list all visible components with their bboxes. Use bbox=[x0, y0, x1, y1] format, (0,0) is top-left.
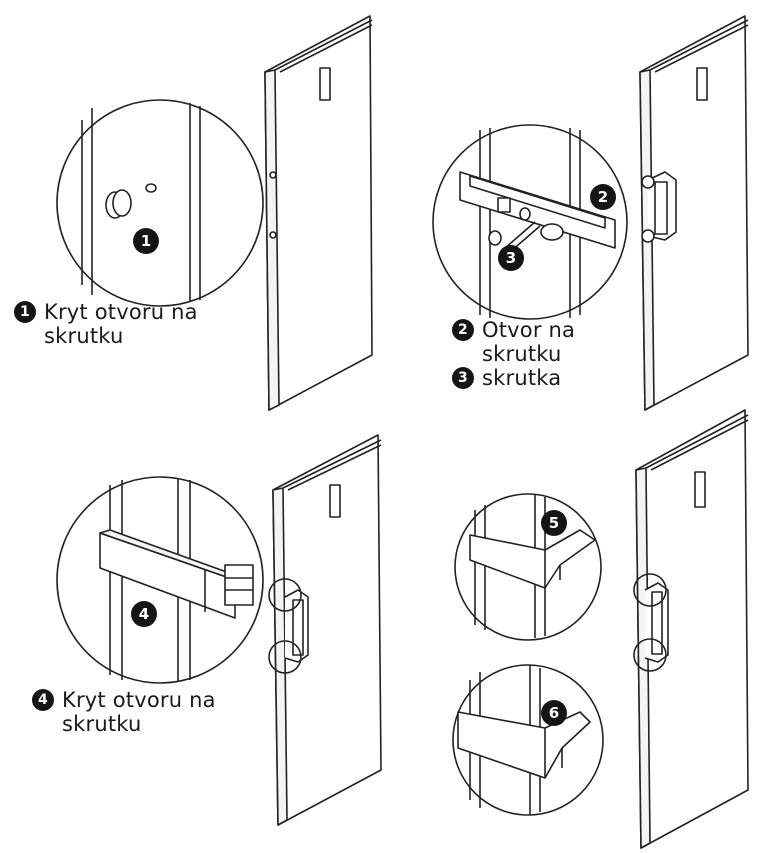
door-top-right bbox=[639, 15, 749, 411]
detail-circle-5 bbox=[454, 493, 602, 641]
marker-4-badge: 4 bbox=[131, 601, 157, 627]
detail-circle-2 bbox=[432, 124, 628, 320]
marker-3-badge: 3 bbox=[498, 245, 524, 271]
step-2-line-2: skrutku bbox=[482, 342, 562, 366]
label-step-2: 2 Otvor na skrutku bbox=[452, 318, 575, 366]
marker-6-badge: 6 bbox=[541, 700, 567, 726]
step-4-line-2: skrutku bbox=[62, 712, 142, 736]
label-step-1: 1 Kryt otvoru na skrutku bbox=[14, 300, 198, 348]
step-1-line-2: skrutku bbox=[44, 324, 124, 348]
detail-circle-6 bbox=[452, 664, 604, 816]
step-2-line-1: Otvor na bbox=[482, 318, 576, 342]
label-step-3: 3 skrutka bbox=[452, 366, 561, 390]
door-top-left bbox=[264, 15, 373, 411]
step-3-line-1: skrutka bbox=[482, 366, 562, 390]
door-bottom-left bbox=[268, 434, 382, 826]
door-bottom-right bbox=[633, 409, 749, 849]
marker-1-badge: 1 bbox=[133, 228, 159, 254]
step-1-line-1: Kryt otvoru na bbox=[44, 300, 198, 324]
step-4-line-1: Kryt otvoru na bbox=[62, 688, 216, 712]
step-3-number: 3 bbox=[452, 367, 474, 389]
marker-5-badge: 5 bbox=[541, 510, 567, 536]
step-4-number: 4 bbox=[32, 689, 54, 711]
marker-2-badge: 2 bbox=[590, 184, 616, 210]
detail-circle-4 bbox=[56, 476, 264, 684]
label-step-4: 4 Kryt otvoru na skrutku bbox=[32, 688, 216, 736]
detail-circle-1 bbox=[56, 99, 264, 307]
step-2-number: 2 bbox=[452, 319, 474, 341]
step-1-number: 1 bbox=[14, 301, 36, 323]
